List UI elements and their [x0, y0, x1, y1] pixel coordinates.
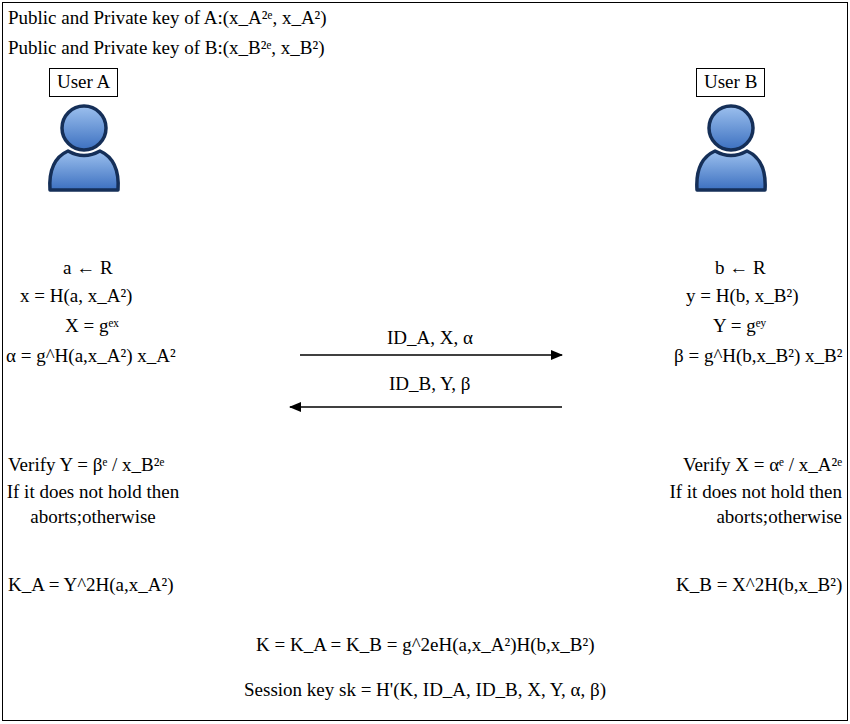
- person-icon: [697, 106, 765, 190]
- user-box: User B: [696, 68, 765, 97]
- outer-frame: [3, 3, 848, 721]
- shared-key: K = K_A = K_B = g^2eH(a,x_A²)H(b,x_B²): [256, 633, 594, 658]
- verify-step: Verify Y = βᵉ / x_B²ᵉ: [8, 453, 164, 478]
- protocol-step: y = H(b, x_B²): [686, 284, 798, 309]
- key-derivation: K_A = Y^2H(a,x_A²): [8, 573, 174, 598]
- person-icon: [50, 106, 118, 190]
- abort-note: If it does not hold then aborts;otherwis…: [4, 480, 182, 529]
- protocol-step: α = g^H(a,x_A²) x_A²: [6, 344, 176, 369]
- session-key: Session key sk = H'(K, ID_A, ID_B, X, Y,…: [244, 678, 606, 703]
- user-name: User B: [704, 70, 757, 95]
- message-arrow: [290, 406, 562, 408]
- protocol-step: a ← R: [63, 256, 113, 281]
- protocol-step: b ← R: [715, 256, 766, 281]
- protocol-step: β = g^H(b,x_B²) x_B²: [674, 344, 842, 369]
- user-box: User A: [49, 68, 118, 97]
- key-derivation: K_B = X^2H(b,x_B²): [676, 573, 842, 598]
- verify-step: Verify X = αᵉ / x_A²ᵉ: [683, 453, 842, 478]
- user-name: User A: [57, 70, 110, 95]
- protocol-step: x = H(a, x_A²): [20, 284, 132, 309]
- protocol-step: Y = gᵉʸ: [713, 314, 766, 339]
- message-arrow: [300, 354, 562, 356]
- message-label: ID_B, Y, β: [389, 372, 470, 397]
- key-info: Public and Private key of A:(x_A²ᵉ, x_A²…: [8, 6, 327, 31]
- message-label: ID_A, X, α: [387, 326, 473, 351]
- key-info: Public and Private key of B:(x_B²ᵉ, x_B²…: [8, 36, 325, 61]
- protocol-step: X = gᵉˣ: [65, 314, 119, 339]
- abort-note: If it does not hold then aborts;otherwis…: [664, 480, 842, 529]
